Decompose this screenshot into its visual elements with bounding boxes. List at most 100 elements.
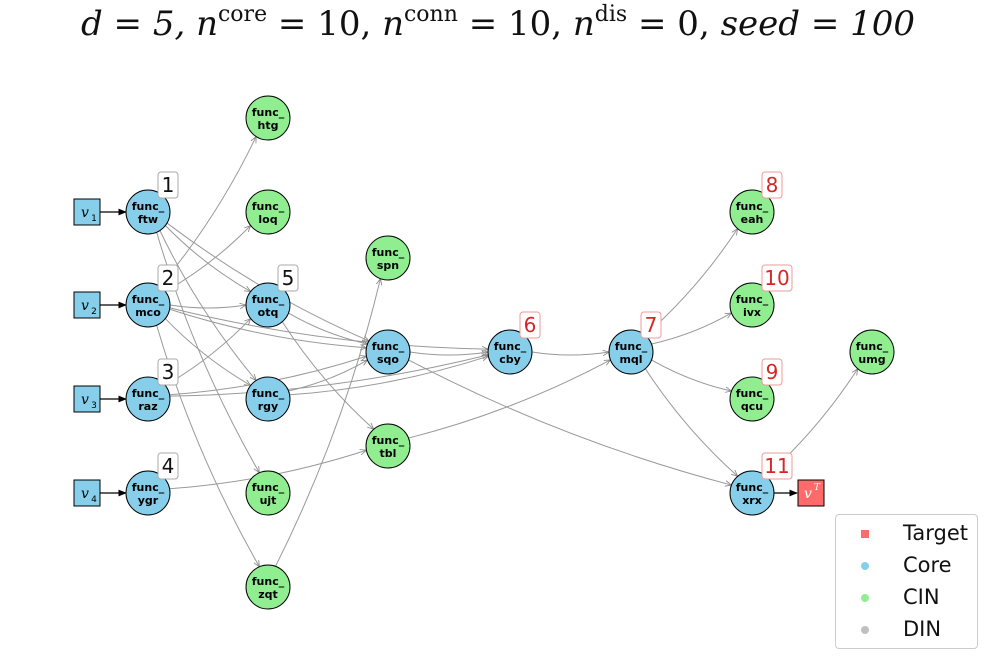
order-badge-ftw: 1: [157, 171, 179, 199]
order-badge-qcu: 9: [761, 358, 783, 386]
edge-mql-ivx: [651, 313, 732, 345]
edge-cby-mql: [531, 352, 609, 355]
edge-zqt-spn: [275, 279, 381, 567]
edge-sqo-cby: [409, 352, 488, 355]
nodes-layer: func_ftwfunc_mcofunc_razfunc_ygrfunc_htg…: [73, 95, 895, 610]
edge-mco-zqt: [156, 325, 260, 567]
node-circle-rgy: [245, 376, 291, 422]
edge-ftw-otq: [165, 225, 250, 291]
node-circle-qcu: [729, 376, 775, 422]
order-badge-otq: 5: [277, 264, 299, 292]
node-label-mql: mql: [619, 353, 642, 366]
legend-marker-core: [861, 562, 869, 570]
edge-rgy-cby: [289, 356, 489, 396]
node-label-ftw: ftw: [138, 213, 158, 226]
node-rgy: func_rgy: [245, 376, 291, 422]
node-label-otq-prefix: func_: [252, 293, 285, 306]
node-label-raz: raz: [138, 400, 157, 413]
order-badge-xrx: 11: [761, 452, 793, 480]
node-otq: func_otq: [245, 282, 291, 328]
input-sub-v3: 3: [91, 401, 97, 411]
node-label-spn: spn: [377, 259, 399, 272]
edge-mql-xrx: [644, 368, 737, 477]
node-circle-ftw: [125, 189, 171, 235]
node-label-zqt-prefix: func_: [252, 575, 285, 588]
node-label-tbl-prefix: func_: [372, 434, 405, 447]
node-circle-spn: [365, 235, 411, 281]
input-label-v4: v: [81, 486, 89, 502]
node-label-rgy-prefix: func_: [252, 387, 285, 400]
diagram-title: d = 5, ncore = 10, nconn = 10, ndis = 0,…: [80, 2, 916, 44]
node-circle-xrx: [729, 470, 775, 516]
edge-otq-sqo: [288, 312, 367, 344]
node-label-mco: mco: [135, 306, 161, 319]
legend-label-target: Target: [903, 521, 968, 545]
node-label-otq: otq: [258, 306, 279, 319]
order-badge-text-ivx: 10: [764, 266, 789, 290]
node-label-ujt: ujt: [260, 494, 277, 507]
node-label-eah-prefix: func_: [736, 200, 769, 213]
node-label-umg: umg: [858, 353, 885, 366]
node-raz: func_raz: [125, 376, 171, 422]
legend-marker-din: [861, 626, 869, 634]
node-circle-ygr: [125, 470, 171, 516]
edge-mco-rgy: [164, 318, 250, 386]
legend-item-din: DIN: [836, 615, 977, 647]
input-label-v2: v: [81, 298, 89, 314]
node-label-sqo-prefix: func_: [372, 340, 405, 353]
order-badge-text-ftw: 1: [162, 173, 175, 197]
legend-item-core: Core: [836, 551, 977, 583]
order-badge-ygr: 4: [157, 452, 179, 480]
node-umg: func_umg: [849, 329, 895, 375]
node-circle-ivx: [729, 282, 775, 328]
node-label-htg-prefix: func_: [252, 106, 285, 119]
node-label-rgy: rgy: [258, 400, 278, 413]
order-badge-mql: 7: [640, 311, 662, 339]
edge-mql-qcu: [651, 359, 732, 391]
node-label-cby: cby: [499, 353, 521, 366]
node-label-ygr: ygr: [138, 494, 159, 507]
node-label-ivx: ivx: [743, 306, 761, 319]
node-label-loq: loq: [258, 213, 277, 226]
node-label-sqo: sqo: [377, 353, 399, 366]
node-ujt: func_ujt: [245, 470, 291, 516]
input-sub-v2: 2: [91, 307, 97, 317]
order-badge-text-mco: 2: [162, 266, 175, 290]
edge-sqo-xrx: [408, 359, 732, 485]
order-badge-text-mql: 7: [645, 313, 658, 337]
node-circle-umg: [849, 329, 895, 375]
node-circle-cby: [487, 329, 533, 375]
node-label-ivx-prefix: func_: [736, 293, 769, 306]
node-mql: func_mql: [608, 329, 654, 375]
node-loq: func_loq: [245, 189, 291, 235]
order-badge-cby: 6: [519, 311, 541, 339]
node-ftw: func_ftw: [125, 189, 171, 235]
order-badge-raz: 3: [157, 358, 179, 386]
node-label-htg: htg: [258, 119, 279, 132]
node-circle-ujt: [245, 470, 291, 516]
node-spn: func_spn: [365, 235, 411, 281]
node-qcu: func_qcu: [729, 376, 775, 422]
order-badge-ivx: 10: [761, 264, 793, 292]
input-label-v3: v: [81, 392, 89, 408]
order-badge-text-ygr: 4: [162, 454, 175, 478]
order-badge-mco: 2: [157, 264, 179, 292]
node-label-mql-prefix: func_: [615, 340, 648, 353]
node-circle-eah: [729, 189, 775, 235]
legend-label-din: DIN: [903, 617, 942, 641]
node-sqo: func_sqo: [365, 329, 411, 375]
edge-tbl-mql: [408, 360, 611, 439]
node-label-ujt-prefix: func_: [252, 481, 285, 494]
order-badge-text-qcu: 9: [766, 360, 779, 384]
node-label-spn-prefix: func_: [372, 246, 405, 259]
node-label-xrx-prefix: func_: [736, 481, 769, 494]
node-label-loq-prefix: func_: [252, 200, 285, 213]
node-circle-loq: [245, 189, 291, 235]
